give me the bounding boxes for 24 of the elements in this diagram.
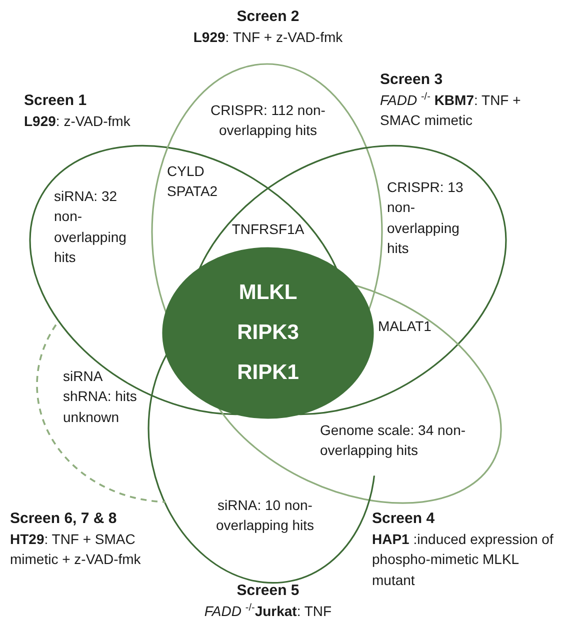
screen-condition: L929: z-VAD-fmk [24,112,132,131]
screen-condition: HT29: TNF + SMAC mimetic + z-VAD-fmk [10,530,142,570]
screen-heading: Screen 2 [236,7,300,27]
hit-count-text: siRNA shRNA: hits unknown [63,367,138,427]
hit-count-text: CRISPR: 13 non-overlapping hits [387,178,464,258]
hit-count-text: siRNA: 10 non-overlapping hits [214,496,316,536]
screen-heading: Screen 5 [236,581,300,601]
screen-condition: L929: TNF + z-VAD-fmk [192,28,344,47]
hit-count-text: siRNA: 32 non-overlapping hits [54,187,128,267]
overlap-gene-label: CYLD SPATA2 [167,162,219,202]
hit-count-text: CRISPR: 112 non-overlapping hits [210,101,326,140]
overlap-gene-label: TNFRSF1A [230,220,306,239]
overlap-gene-label: MALAT1 [378,317,432,336]
screen-heading: Screen 6, 7 & 8 [10,509,118,529]
screen-condition: FADD $^{-/-}$ KBM7: TNF + SMAC mimetic [380,90,522,130]
gene-name: MLKL [238,280,298,306]
gene-name: RIPK1 [236,360,300,386]
hit-count-text: Genome scale: 34 non-overlapping hits [320,421,467,460]
gene-name: RIPK3 [236,320,300,346]
screen-heading: Screen 3 [380,70,444,90]
screen-condition: HAP1 :induced expression of phospho-mimetic MLKL mutant [372,530,554,590]
screen-heading: Screen 4 [372,509,436,529]
screen-heading: Screen 1 [24,91,88,111]
screen-condition: FADD $^{-/-}$Jurkat: TNF [203,601,333,621]
